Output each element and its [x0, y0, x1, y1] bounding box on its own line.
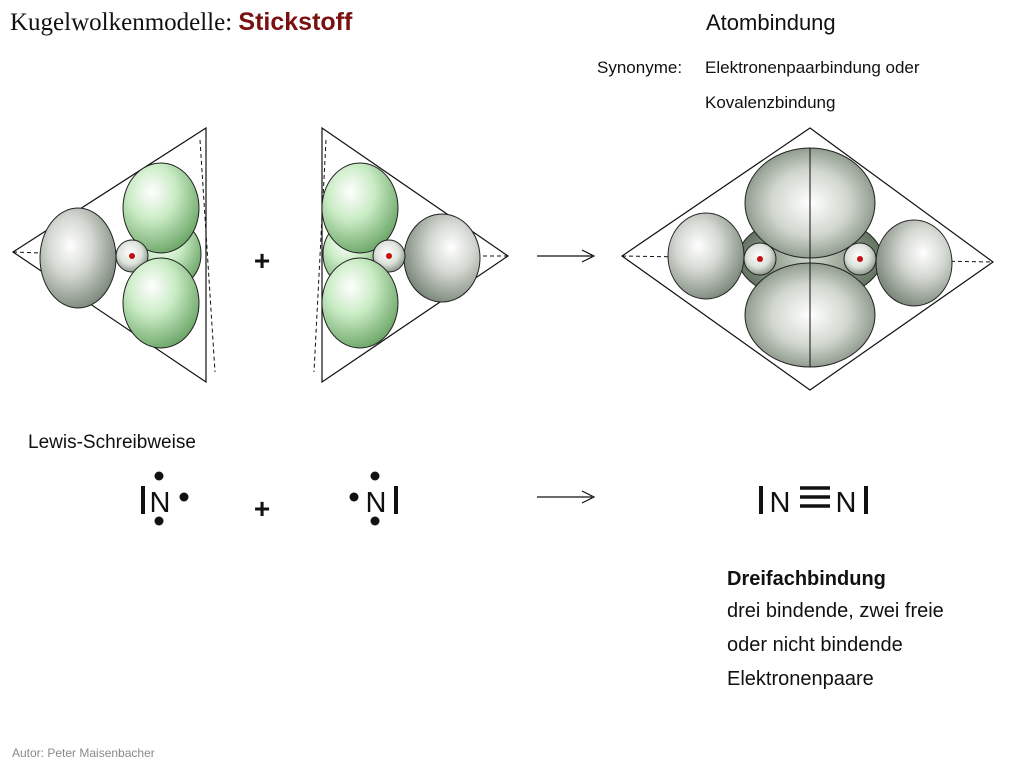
atom-symbol: N [150, 487, 171, 519]
title-element: Stickstoff [238, 8, 353, 36]
bond-type-title: Atombindung [706, 10, 836, 35]
description-title: Dreifachbindung [727, 568, 886, 590]
lone-pair-cloud [403, 213, 481, 303]
lone-pair-cloud [875, 219, 953, 307]
bonding-cloud [321, 257, 399, 349]
electron-dot [349, 492, 359, 502]
title-prefix: Kugelwolkenmodelle: [10, 9, 233, 36]
reaction-arrow [537, 249, 596, 263]
reaction-arrow [537, 490, 596, 504]
tetrahedron-outline [321, 126, 510, 384]
electron-dot [370, 471, 380, 481]
lewis-structure-molecule: N N [759, 486, 868, 519]
synonym-1: Elektronenpaarbindung oder [705, 58, 920, 77]
atom-symbol: N [836, 487, 857, 519]
description-line: drei bindende, zwei freie [727, 600, 944, 622]
atom-symbol: N [770, 487, 791, 519]
nitrogen-atom-left [11, 126, 216, 384]
nucleus [757, 256, 763, 262]
lone-pair-cloud [39, 207, 117, 309]
synonym-2: Kovalenzbindung [705, 93, 836, 112]
atom-symbol: N [366, 487, 387, 519]
synonyms-label: Synonyme: [597, 58, 683, 77]
author-credit: Autor: Peter Maisenbacher [12, 746, 155, 760]
tetrahedron-hidden-edge [199, 139, 216, 373]
tetrahedron-outline [11, 126, 207, 384]
lewis-structure-right: N [349, 471, 398, 526]
electron-dot [370, 516, 380, 526]
nucleus [857, 256, 863, 262]
tetrahedron-hidden-edge [313, 139, 327, 373]
plus-sign: + [254, 493, 270, 524]
nucleus [386, 253, 392, 259]
nucleus [129, 253, 135, 259]
lone-pair-cloud [667, 212, 745, 300]
electron-dot [179, 492, 189, 502]
bonding-cloud [122, 257, 200, 349]
nitrogen-atom-right [313, 126, 510, 384]
page-title: Kugelwolkenmodelle: Stickstoff [10, 8, 352, 37]
plus-sign: + [254, 245, 270, 276]
lewis-heading: Lewis-Schreibweise [28, 432, 196, 453]
nitrogen-molecule [620, 127, 995, 391]
lewis-structure-left: N [141, 471, 189, 526]
bonding-cloud [321, 162, 399, 254]
bonding-cloud [122, 162, 200, 254]
electron-dot [154, 516, 164, 526]
description-line: oder nicht bindende [727, 634, 903, 656]
electron-dot [154, 471, 164, 481]
description-line: Elektronenpaare [727, 668, 874, 690]
